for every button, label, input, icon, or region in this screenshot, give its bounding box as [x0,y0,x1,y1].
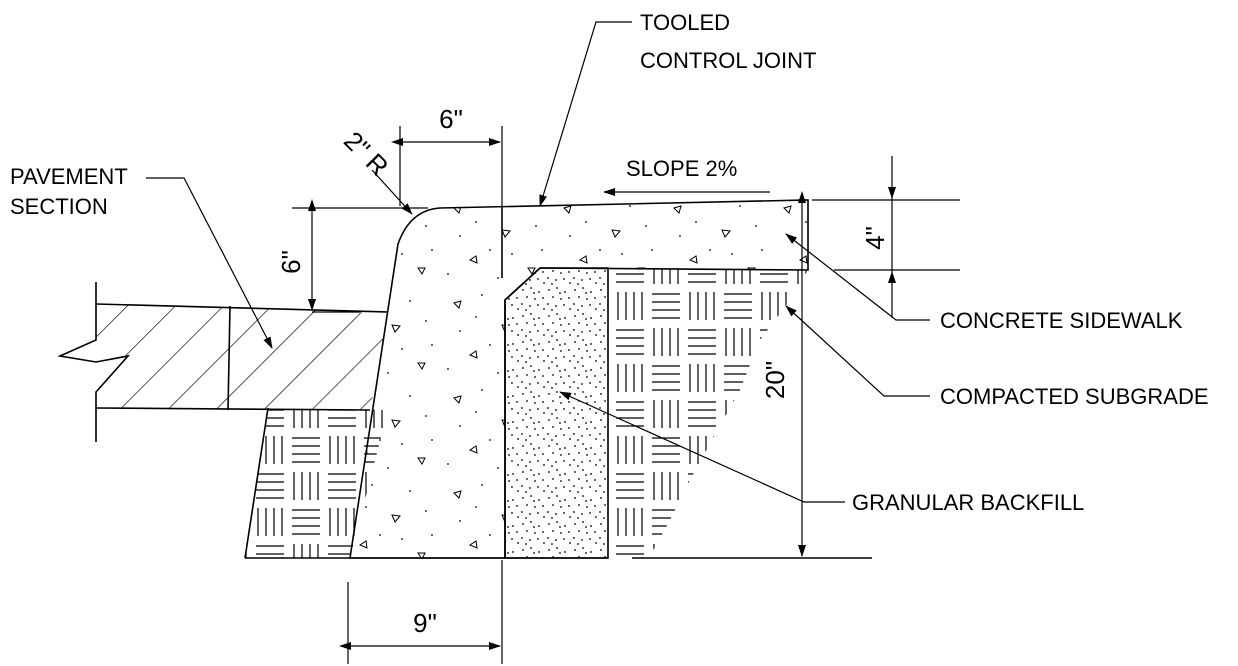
pavement-section [57,282,389,442]
tooled-label-line1: TOOLED [640,10,730,35]
dim-top-width-label: 6" [439,104,463,134]
dim-total-depth-label: 20" [760,361,790,399]
granular-backfill-label: GRANULAR BACKFILL [852,490,1084,515]
granular-backfill [504,267,609,559]
tooled-label-line2: CONTROL JOINT [640,48,816,73]
dim-radius: 2" R [338,125,413,215]
compacted-subgrade-callout: COMPACTED SUBGRADE [785,305,1209,409]
dim-radius-label: 2" R [338,125,394,181]
dim-total-depth: 20" [760,191,806,557]
dim-curb-height: 6" [276,199,428,313]
dim-base-width-label: 9" [413,608,437,638]
subgrade-left [244,407,388,559]
dim-base-width: 9" [339,560,503,664]
pavement-label-line2: SECTION [10,194,108,219]
granular-backfill-callout: GRANULAR BACKFILL [559,391,1084,515]
dim-curb-height-label: 6" [276,250,306,274]
slope-label: SLOPE 2% [626,156,737,181]
dim-sidewalk-thickness-label: 4" [860,226,890,250]
slope-indicator: SLOPE 2% [603,156,770,196]
dim-top-width: 6" [391,104,503,206]
concrete-sidewalk-callout: CONCRETE SIDEWALK [785,233,1183,333]
pavement-callout: PAVEMENT SECTION [10,164,273,349]
dim-sidewalk-thickness: 4" [812,156,960,318]
concrete-sidewalk-label: CONCRETE SIDEWALK [940,308,1183,333]
compacted-subgrade-label: COMPACTED SUBGRADE [940,384,1209,409]
tooled-joint-callout: TOOLED CONTROL JOINT [539,10,816,207]
pavement-label-line1: PAVEMENT [10,164,128,189]
subgrade-right [608,268,808,556]
